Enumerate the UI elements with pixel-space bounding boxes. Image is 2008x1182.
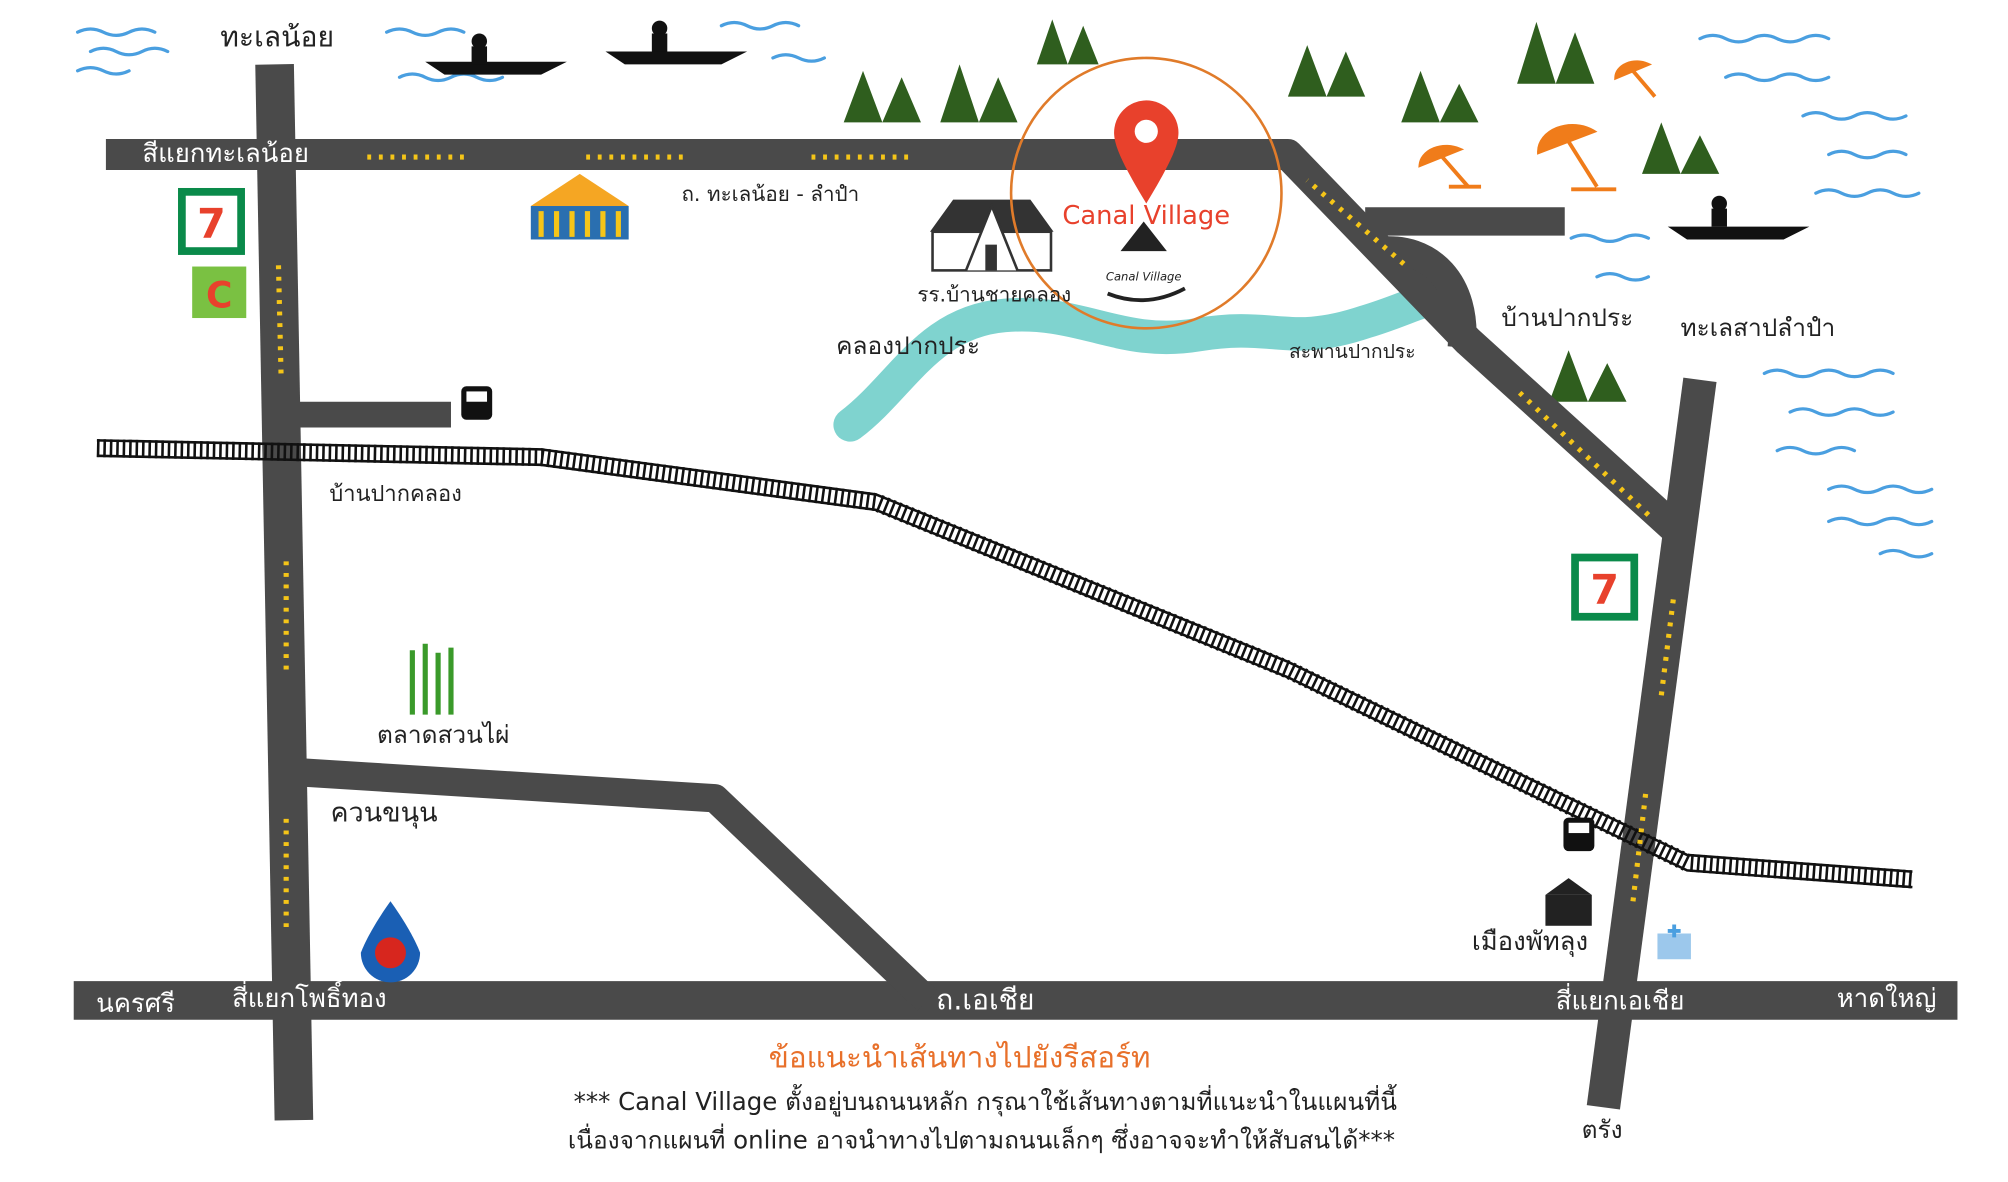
bamboo-icon xyxy=(409,643,454,715)
label-nakhon-si: นครศรี xyxy=(96,989,175,1019)
label-road-thale-noi-lampam: ถ. ทะเลน้อย - ลำปำ xyxy=(681,182,859,206)
school-icon xyxy=(929,199,1054,272)
svg-text:7: 7 xyxy=(1590,566,1619,614)
label-thale-noi: ทะเลน้อย xyxy=(220,20,334,53)
label-mueang-phatthalung: เมืองพัทลุง xyxy=(1472,927,1588,957)
destination-circle xyxy=(1009,56,1283,330)
fishing-boat-icon xyxy=(425,20,1810,240)
water-waves-icon xyxy=(75,20,1934,559)
label-school: รร.บ้านชายคลอง xyxy=(917,282,1071,306)
gas-station-icon xyxy=(360,901,421,983)
seven-eleven-icon: 7 7 xyxy=(178,187,1639,621)
city-hall-icon xyxy=(1545,878,1592,926)
beach-umbrella-icon xyxy=(1418,60,1657,192)
lotus-store-icon: C xyxy=(192,266,247,319)
canal-village-logo: Canal Village xyxy=(1106,221,1186,303)
label-ban-pak-khlong: บ้านปากคลอง xyxy=(329,482,461,507)
label-khuan-khanun: ควนขนุน xyxy=(330,797,437,829)
label-thale-noi-junction: สี่แยกทะเลน้อย xyxy=(142,135,309,169)
directions-title: ข้อแนะนำเส้นทางไปยังรีสอร์ท xyxy=(769,1040,1151,1074)
label-asia-road: ถ.เอเชีย xyxy=(936,983,1034,1016)
label-canal-village[interactable]: Canal Village xyxy=(1062,201,1230,231)
logo-text: Canal Village xyxy=(1106,270,1182,284)
route-arrows xyxy=(275,154,1677,928)
directions-note-line1: *** Canal Village ตั้งอยู่บนถนนหลัก กรุณ… xyxy=(574,1084,1398,1117)
label-hat-yai: หาดใหญ่ xyxy=(1837,984,1937,1014)
train-icon xyxy=(461,386,1595,852)
location-pin-icon[interactable] xyxy=(1114,100,1179,204)
label-asia-junction: สี่แยกเอเชีย xyxy=(1556,982,1685,1016)
label-lake: ทะเลสาปลำปำ xyxy=(1681,313,1836,342)
svg-text:C: C xyxy=(206,275,232,317)
roads xyxy=(73,64,1958,1121)
svg-text:7: 7 xyxy=(197,200,226,248)
label-bridge: สะพานปากประ xyxy=(1289,340,1416,363)
tree-icon xyxy=(843,19,1720,402)
label-pho-thong-junction: สี่แยกโพธิ์ทอง xyxy=(232,980,387,1014)
label-trang: ตรัง xyxy=(1582,1115,1623,1144)
label-bamboo-market: ตลาดสวนไผ่ xyxy=(377,720,509,749)
canal-river xyxy=(833,281,1473,442)
government-building-icon xyxy=(530,173,629,240)
label-ban-pak-pra: บ้านปากประ xyxy=(1501,303,1633,332)
label-canal: คลองปากประ xyxy=(836,331,980,360)
directions-note-line2: เนื่องจากแผนที่ online อาจนำทางไปตามถนนเ… xyxy=(568,1124,1395,1155)
hospital-icon xyxy=(1657,924,1691,960)
railway xyxy=(96,439,1914,889)
